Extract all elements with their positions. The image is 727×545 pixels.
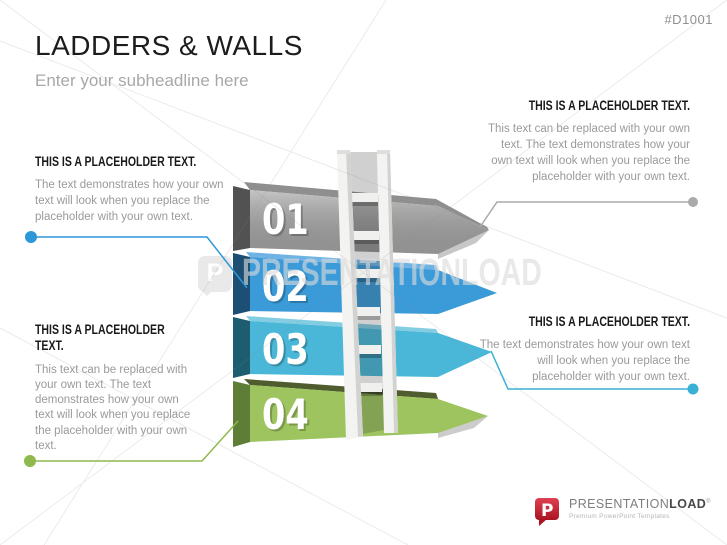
placeholder-body: The text demonstrates how your own text … (35, 179, 224, 224)
watermark-p-logo-icon: P (198, 255, 232, 296)
presentationload-logo: P PRESENTATIONLOAD® Premium PowerPoint T… (534, 497, 711, 527)
ladder-rung-shadows (351, 202, 382, 396)
brand-name-regular: PRESENTATION (568, 497, 670, 511)
step-numbers: 01 02 03 04 (262, 195, 309, 439)
ladder-rungs (351, 193, 382, 392)
placeholder-block-left-top: THIS IS A PLACEHOLDER TEXT. The text dem… (35, 154, 243, 226)
ladder-right-rail-cap (377, 150, 390, 154)
ladder-left-rail-shade (346, 150, 363, 437)
template-id-tag: #D1001 (664, 12, 713, 27)
ladder-right-rail-shade (387, 150, 398, 433)
presentationload-p-icon: P (534, 498, 559, 526)
step-number-03-shadow: 03 (264, 327, 311, 376)
title-block: LADDERS & WALLS Enter your subheadline h… (35, 30, 303, 91)
ladder-left-rail-cap (337, 150, 350, 154)
registered-mark: ® (706, 498, 711, 505)
step-arrow-01 (233, 182, 489, 259)
brand-tagline: Premium PowerPoint Templates (568, 513, 670, 520)
placeholder-block-top-right: THIS IS A PLACEHOLDER TEXT. This text ca… (478, 98, 690, 186)
arrow-01-side (233, 186, 250, 251)
brand-text: PRESENTATIONLOAD® Premium PowerPoint Tem… (569, 497, 711, 520)
arrow-02-face (250, 257, 497, 314)
arrow-01-tip-shadow (438, 230, 489, 259)
step-number-01-shadow: 01 (264, 197, 311, 246)
arrow-04-face (250, 385, 488, 442)
step-number-01: 01 (262, 195, 309, 244)
step-number-02: 02 (262, 262, 309, 311)
step-number-03: 03 (262, 325, 309, 374)
placeholder-block-right-bottom: THIS IS A PLACEHOLDER TEXT. The text dem… (478, 314, 690, 386)
placeholder-heading: THIS IS A PLACEHOLDER TEXT. (528, 98, 690, 113)
page-subheadline: Enter your subheadline here (35, 71, 249, 91)
step-number-shadows: 01 02 03 04 (264, 197, 311, 441)
placeholder-body: This text can be replaced with your own … (35, 363, 191, 452)
arrow-04-side (233, 381, 250, 447)
arrow-03-side (233, 317, 250, 378)
step-number-04-shadow: 04 (264, 392, 311, 441)
page-title: LADDERS & WALLS (35, 30, 303, 61)
placeholder-block-left-bottom: THIS IS A PLACEHOLDER TEXT. This text ca… (35, 322, 197, 454)
presentationload-watermark: P PRESENTATIONLOAD (198, 252, 642, 296)
arrow-01-top (244, 182, 489, 230)
brand-name-bold: LOAD (669, 497, 707, 511)
arrow-01-face-sheen (250, 190, 489, 254)
step-number-04: 04 (262, 390, 309, 439)
placeholder-body: The text demonstrates how your own text … (479, 339, 690, 384)
step-number-02-shadow: 02 (264, 264, 311, 313)
brand-name: PRESENTATIONLOAD® (569, 497, 711, 511)
placeholder-heading: THIS IS A PLACEHOLDER TEXT. (35, 322, 165, 354)
placeholder-heading: THIS IS A PLACEHOLDER TEXT. (35, 154, 197, 169)
arrow-04-tip-shadow (438, 416, 488, 438)
ladder-shadow-window (350, 152, 384, 434)
placeholder-heading: THIS IS A PLACEHOLDER TEXT. (528, 314, 690, 329)
watermark-text: PRESENTATIONLOAD (242, 252, 542, 294)
ladder-graphic (337, 150, 398, 440)
placeholder-body: This text can be replaced with your own … (488, 123, 690, 184)
svg-text:P: P (541, 501, 553, 521)
